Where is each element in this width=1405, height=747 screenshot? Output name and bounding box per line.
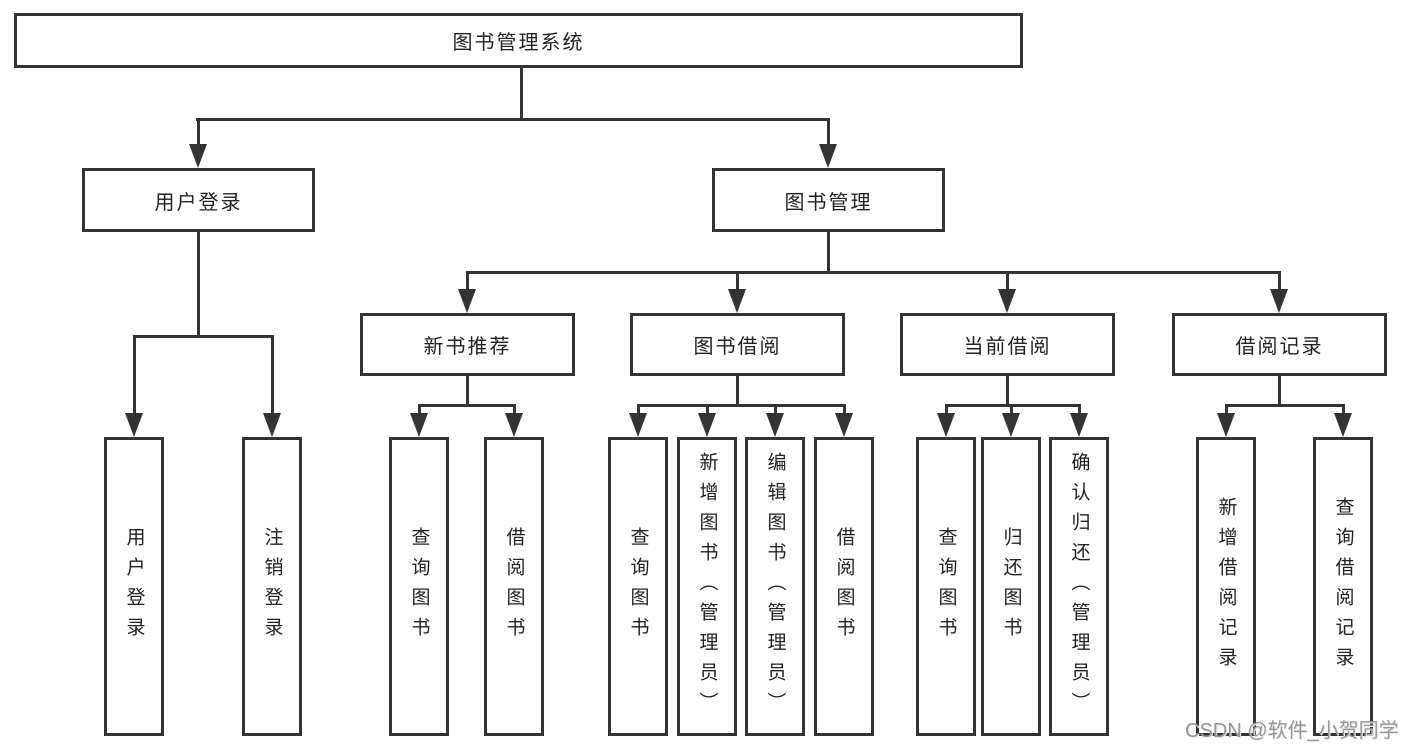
connector-to-user-login-leaf <box>132 335 136 417</box>
node-current-borrow: 当前借阅 <box>900 313 1115 376</box>
connector-to-book-borrow <box>736 271 739 292</box>
connector-leaf-stem <box>1009 404 1013 418</box>
node-borrow-books-borrow: 借阅图书 <box>814 437 874 736</box>
connector-level2-bar <box>196 118 829 121</box>
arrowhead-down-icon <box>998 289 1016 313</box>
node-query-borrow-record: 查询借阅记录 <box>1313 437 1373 736</box>
connector-book-borrow-stem <box>736 375 739 405</box>
connector-leaf-stem <box>1077 404 1081 418</box>
connector-to-new-book <box>466 271 469 292</box>
arrowhead-down-icon <box>1217 413 1235 437</box>
node-borrow-books-newbook: 借阅图书 <box>484 437 544 736</box>
arrowhead-down-icon <box>728 289 746 313</box>
arrowhead-down-icon <box>458 289 476 313</box>
connector-user-login-stem <box>197 231 200 336</box>
node-query-books-borrow: 查询图书 <box>608 437 668 736</box>
node-edit-books-admin: 编辑图书（管理员） <box>745 437 805 736</box>
connector-new-book-bar <box>417 404 516 407</box>
arrowhead-down-icon <box>819 144 837 168</box>
connector-leaf-stem <box>944 404 948 418</box>
leaf-label: 注销登录 <box>261 526 283 647</box>
connector-to-borrow-record <box>1278 271 1281 292</box>
arrowhead-down-icon <box>1002 413 1020 437</box>
node-borrow-record: 借阅记录 <box>1172 313 1387 376</box>
node-add-books-admin: 新增图书（管理员） <box>677 437 737 736</box>
node-add-borrow-record: 新增借阅记录 <box>1196 437 1256 736</box>
node-query-books-newbook: 查询图书 <box>389 437 449 736</box>
node-new-book-recommend: 新书推荐 <box>360 313 575 376</box>
arrowhead-down-icon <box>1070 413 1088 437</box>
connector-to-book-management <box>827 118 830 148</box>
connector-leaf-stem <box>1224 404 1228 418</box>
arrowhead-down-icon <box>125 413 143 437</box>
connector-leaf-stem <box>1341 404 1345 418</box>
leaf-label: 编辑图书（管理员） <box>764 451 786 722</box>
arrowhead-down-icon <box>937 413 955 437</box>
arrowhead-down-icon <box>189 144 207 168</box>
node-return-books: 归还图书 <box>981 437 1041 736</box>
leaf-label: 借阅图书 <box>503 526 525 647</box>
connector-borrow-record-stem <box>1278 375 1281 405</box>
arrowhead-down-icon <box>835 413 853 437</box>
leaf-label: 确认归还（管理员） <box>1068 451 1090 722</box>
connector-new-book-stem <box>466 375 469 405</box>
leaf-label: 新增借阅记录 <box>1215 496 1237 677</box>
leaf-label: 查询图书 <box>408 526 430 647</box>
arrowhead-down-icon <box>1334 413 1352 437</box>
connector-leaf-stem <box>705 404 709 418</box>
connector-leaf-stem <box>512 404 516 418</box>
node-logout-login: 注销登录 <box>242 437 302 736</box>
connector-book-management-stem <box>827 231 830 271</box>
leaf-label: 借阅图书 <box>833 526 855 647</box>
connector-leaf-stem <box>842 404 846 418</box>
arrowhead-down-icon <box>410 413 428 437</box>
connector-book-borrow-bar <box>636 404 846 407</box>
connector-borrow-record-bar <box>1224 404 1344 407</box>
arrowhead-down-icon <box>505 413 523 437</box>
node-confirm-return-admin: 确认归还（管理员） <box>1049 437 1109 736</box>
connector-current-borrow-stem <box>1006 375 1009 405</box>
connector-user-login-bar <box>132 335 274 338</box>
connector-level3-bar <box>466 271 1280 274</box>
connector-root-stem <box>520 67 523 119</box>
leaf-label: 新增图书（管理员） <box>696 451 718 722</box>
csdn-watermark: CSDN @软件_小贺同学 <box>1185 720 1399 742</box>
arrowhead-down-icon <box>698 413 716 437</box>
connector-leaf-stem <box>773 404 777 418</box>
connector-leaf-stem <box>636 404 640 418</box>
connector-to-logout-leaf <box>270 335 274 417</box>
connector-current-borrow-bar <box>944 404 1081 407</box>
node-user-login-leaf: 用户登录 <box>104 437 164 736</box>
connector-leaf-stem <box>417 404 421 418</box>
leaf-label: 查询图书 <box>627 526 649 647</box>
leaf-label: 用户登录 <box>123 526 145 647</box>
node-library-management-system: 图书管理系统 <box>14 13 1023 68</box>
leaf-label: 归还图书 <box>1000 526 1022 647</box>
arrowhead-down-icon <box>766 413 784 437</box>
arrowhead-down-icon <box>1270 289 1288 313</box>
connector-to-user-login <box>197 118 200 148</box>
node-book-borrow: 图书借阅 <box>630 313 845 376</box>
connector-to-current-borrow <box>1006 271 1009 292</box>
leaf-label: 查询图书 <box>935 526 957 647</box>
arrowhead-down-icon <box>629 413 647 437</box>
node-book-management: 图书管理 <box>712 168 945 232</box>
arrowhead-down-icon <box>263 413 281 437</box>
node-user-login: 用户登录 <box>82 168 315 232</box>
node-query-books-current: 查询图书 <box>916 437 976 736</box>
leaf-label: 查询借阅记录 <box>1332 496 1354 677</box>
